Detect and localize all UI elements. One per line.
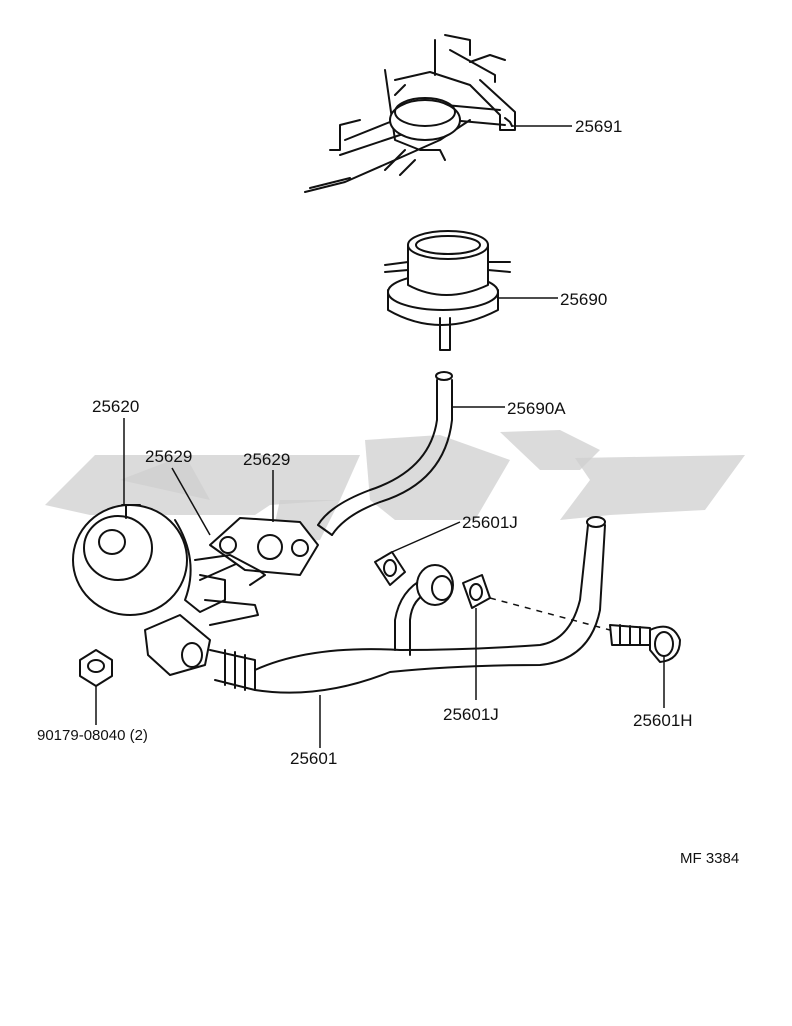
figure-code: MF 3384 [680,850,739,867]
gasket-25601j-upper [374,551,406,586]
label-25601j-lower: 25601J [443,705,499,724]
label-25690a: 25690A [507,399,566,418]
hose-25690a [317,371,453,536]
egr-pipe-25601 [144,516,606,694]
leader-lines [95,125,665,748]
label-25620: 25620 [92,397,139,416]
nut-90179 [79,649,113,687]
label-25601j-upper: 25601J [462,513,518,532]
label-25690: 25690 [560,290,607,309]
label-25601: 25601 [290,749,337,768]
label-25691: 25691 [575,117,622,136]
label-25629-left: 25629 [145,447,192,466]
gasket-25601j-lower [462,574,491,609]
union-bolt-25601h [489,597,681,663]
egr-valve-25620 [72,504,266,626]
label-25629-right: 25629 [243,450,290,469]
label-90179: 90179-08040 (2) [37,727,148,744]
label-25601h: 25601H [633,711,693,730]
bracket-25691 [304,34,516,193]
modulator-25690 [384,230,511,351]
gasket-25629 [194,517,319,576]
